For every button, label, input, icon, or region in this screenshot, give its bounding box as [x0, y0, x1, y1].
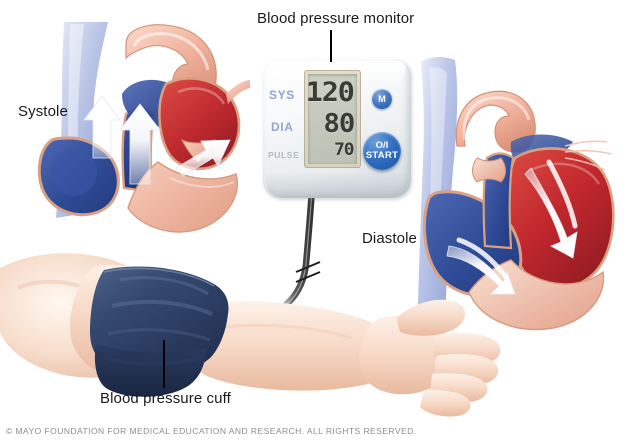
- lcd-bezel: 120 80 70: [304, 70, 361, 168]
- monitor-leader-line: [330, 30, 332, 62]
- systole-heart-diagram: [30, 22, 250, 237]
- power-button-label-start: START: [365, 150, 399, 161]
- copyright-footer: © MAYO FOUNDATION FOR MEDICAL EDUCATION …: [6, 426, 417, 436]
- power-button-label-oi: O/I: [375, 140, 389, 152]
- lcd-screen: 120 80 70: [308, 74, 357, 164]
- arm-with-cuff-illustration: [0, 240, 501, 435]
- sys-label: SYS: [269, 88, 295, 102]
- diastole-heart-diagram: [415, 50, 632, 340]
- cuff-leader-line: [163, 340, 165, 388]
- pulse-reading: 70: [333, 140, 354, 160]
- blood-pressure-monitor[interactable]: 120 80 70 SYS DIA PULSE M O/I START: [263, 58, 411, 198]
- diastolic-reading: 80: [323, 109, 355, 139]
- pulse-label: PULSE: [268, 150, 300, 160]
- cuff-label: Blood pressure cuff: [100, 390, 231, 407]
- power-start-button[interactable]: O/I START: [363, 132, 401, 170]
- systolic-reading: 120: [308, 77, 355, 108]
- memory-button[interactable]: M: [372, 89, 392, 109]
- diastole-label: Diastole: [362, 230, 417, 247]
- dia-label: DIA: [271, 120, 294, 134]
- monitor-title-label: Blood pressure monitor: [257, 10, 415, 27]
- systole-label: Systole: [18, 103, 68, 120]
